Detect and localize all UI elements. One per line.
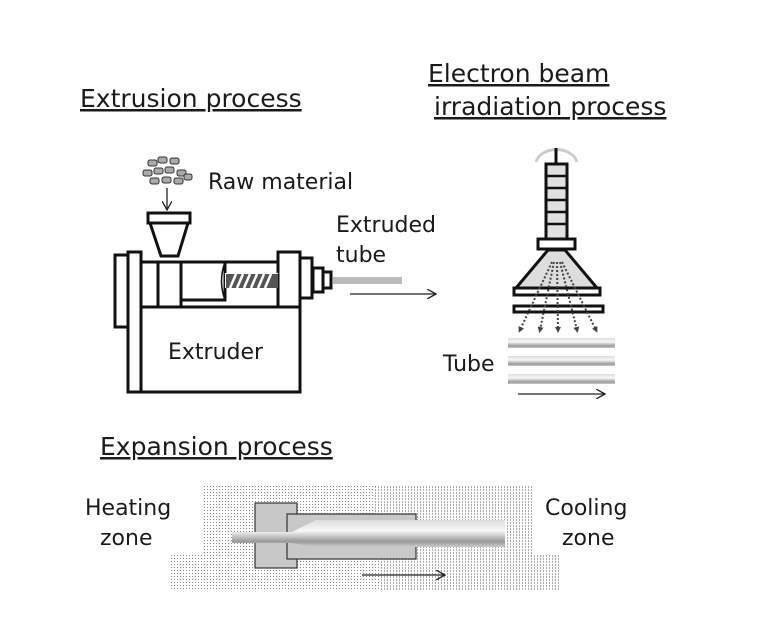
cooling-zone-label-1: Cooling (545, 496, 627, 521)
extruder-machine (113, 211, 333, 394)
extruded-tube-label-2: tube (336, 243, 386, 268)
screw-icon (220, 261, 278, 301)
extruder-label: Extruder (168, 340, 264, 365)
extrusion-section: Extrusion process Raw material Extruded … (80, 84, 436, 394)
irradiation-section: Electron beam irradiation process Tube (428, 59, 666, 394)
extrusion-title: Extrusion process (80, 84, 302, 113)
pellets-icon (142, 156, 193, 185)
heating-zone-label-1: Heating (85, 496, 171, 521)
extruded-tube (333, 277, 402, 284)
heating-zone-label-2: zone (100, 526, 153, 551)
electron-beam-accelerator (512, 148, 605, 333)
irradiation-title-1: Electron beam (428, 59, 609, 88)
beam-arrows (518, 261, 598, 333)
tube-label: Tube (442, 352, 495, 377)
irradiated-tubes (508, 338, 615, 384)
expansion-title: Expansion process (100, 432, 333, 461)
cooling-zone-label-2: zone (562, 526, 615, 551)
expanding-tube (232, 520, 505, 547)
raw-material-label: Raw material (208, 170, 353, 195)
expansion-section: Expansion process Heating zone Cooling z… (85, 432, 627, 590)
extruded-tube-label-1: Extruded (336, 213, 436, 238)
irradiation-title-2: irradiation process (434, 92, 666, 121)
